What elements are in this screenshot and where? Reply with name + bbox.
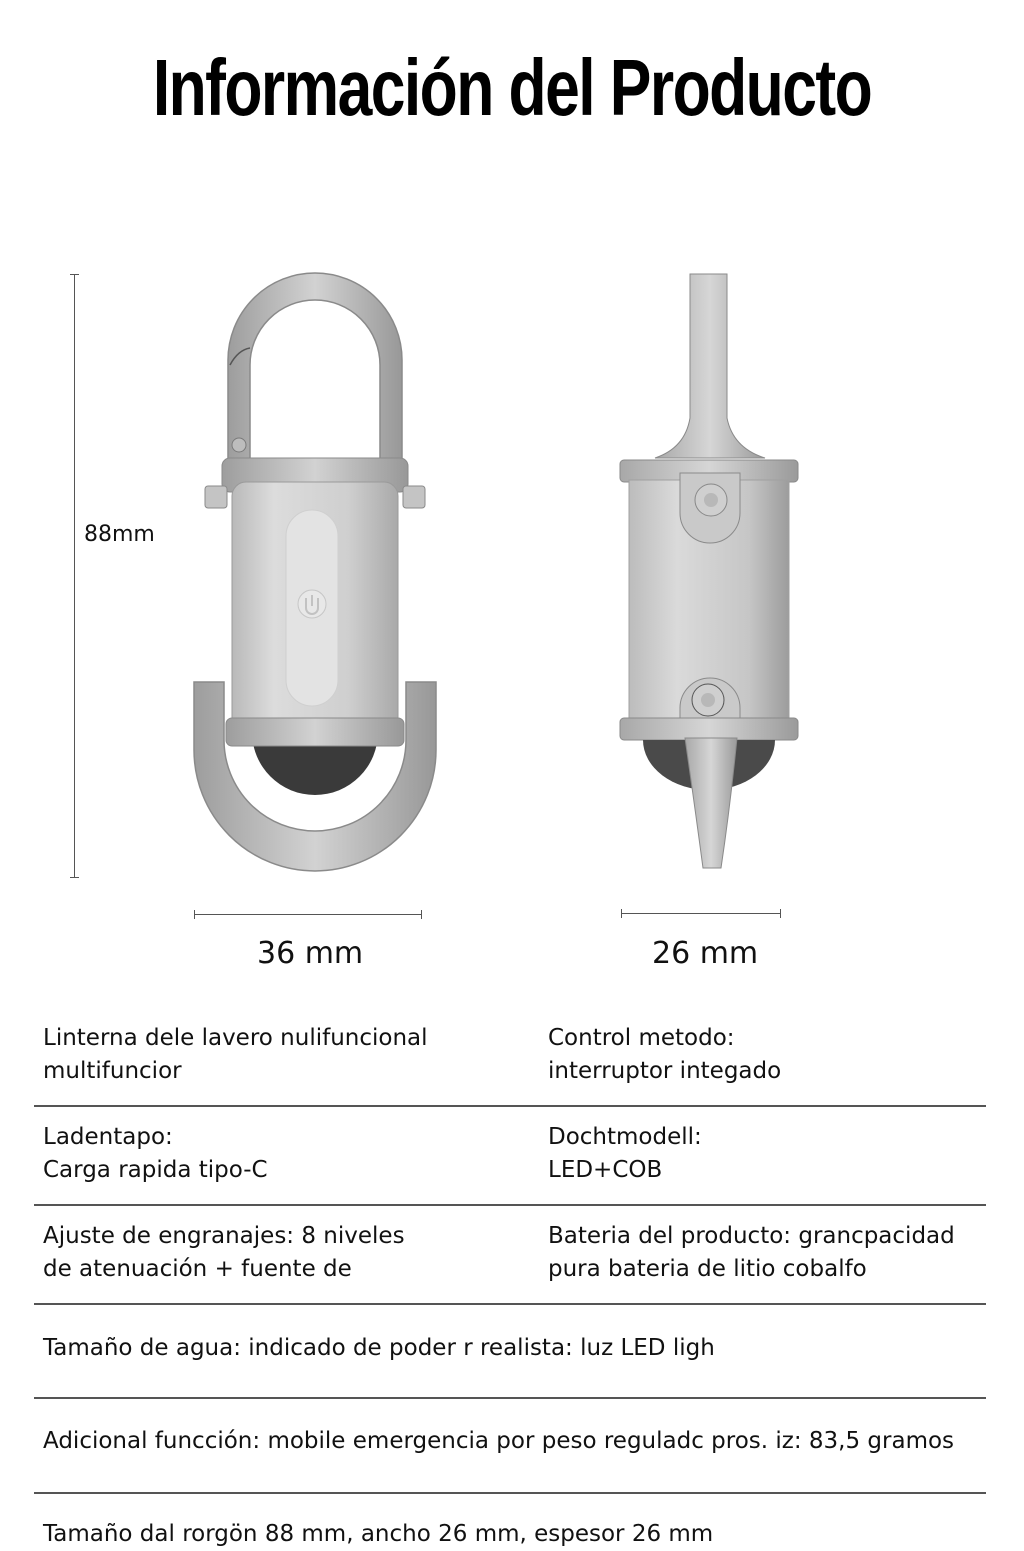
spec-row-3: Ajuste de engranajes: 8 niveles de atenu… xyxy=(34,1206,986,1305)
spec-wick-model: Dochtmodell: LED+COB xyxy=(548,1124,702,1183)
spec-product-name: Linterna dele lavero nulifuncional multi… xyxy=(43,1025,428,1084)
spec-row-1: Linterna dele lavero nulifuncional multi… xyxy=(34,1010,986,1107)
spec-control-method: Control metodo: interruptor integado xyxy=(548,1025,782,1084)
keychain-flashlight-side-view xyxy=(619,273,799,869)
page-title: Información del Producto xyxy=(152,43,873,132)
keychain-flashlight-front-view xyxy=(193,272,437,872)
spec-row-2: Ladentapo: Carga rapida tipo-C Dochtmode… xyxy=(34,1107,986,1206)
spec-size: Tamaño dal rorgön 88 mm, ancho 26 mm, es… xyxy=(43,1521,714,1547)
spec-charging: Ladentapo: Carga rapida tipo-C xyxy=(43,1124,268,1183)
spec-row-5: Adicional funcción: mobile emergencia po… xyxy=(34,1399,986,1494)
spec-water-size: Tamaño de agua: indicado de poder r real… xyxy=(43,1335,715,1361)
width-dimension-label: 36 mm xyxy=(257,936,364,971)
height-dimension-label: 88mm xyxy=(84,522,155,547)
spec-row-6: Tamaño dal rorgön 88 mm, ancho 26 mm, es… xyxy=(34,1494,986,1547)
width-dimension-line xyxy=(194,910,422,919)
spec-additional-function: Adicional funcción: mobile emergencia po… xyxy=(43,1428,955,1454)
power-button-icon xyxy=(297,589,327,619)
spec-gear-adjust: Ajuste de engranajes: 8 niveles de atenu… xyxy=(43,1223,405,1282)
spec-row-4: Tamaño de agua: indicado de poder r real… xyxy=(34,1305,986,1399)
spec-battery: Bateria del producto: grancpacidad pura … xyxy=(548,1223,955,1282)
height-dimension-line xyxy=(70,274,79,878)
depth-dimension-line xyxy=(621,909,781,918)
depth-dimension-label: 26 mm xyxy=(652,936,759,971)
